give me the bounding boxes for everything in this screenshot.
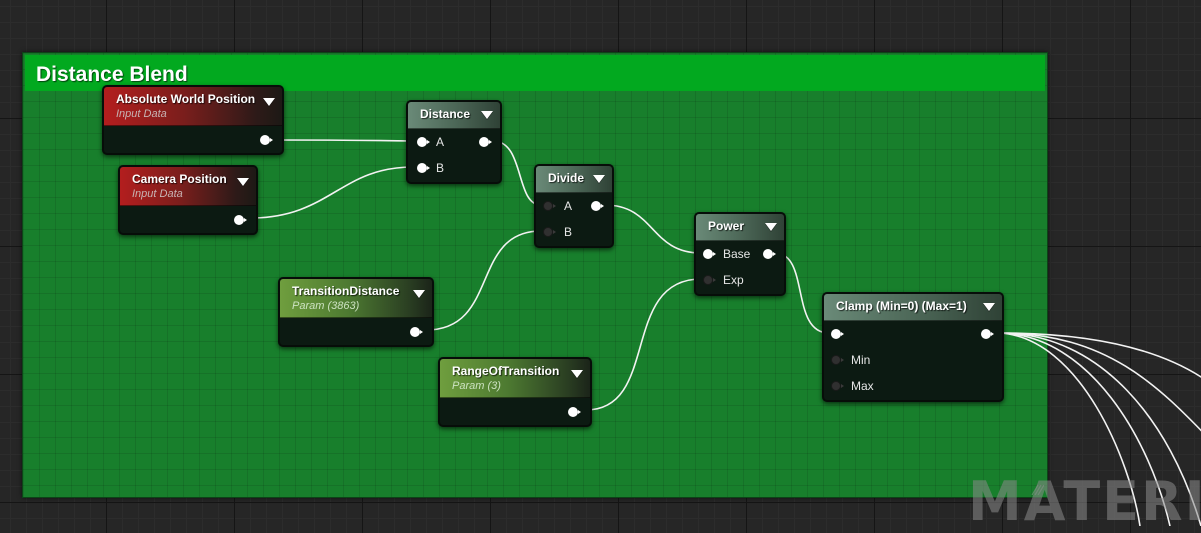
output-pin[interactable] <box>763 249 776 259</box>
collapse-arrow-icon[interactable] <box>983 303 995 311</box>
collapse-arrow-icon[interactable] <box>413 290 425 298</box>
input-pin-exp[interactable] <box>703 275 716 285</box>
collapse-arrow-icon[interactable] <box>481 111 493 119</box>
comment-title: Distance Blend <box>36 63 188 86</box>
node-subtitle: Param (3863) <box>292 300 360 312</box>
node-header[interactable]: RangeOfTransition Param (3) <box>440 359 590 398</box>
node-clamp[interactable]: Clamp (Min=0) (Max=1) Min Max <box>822 292 1004 402</box>
input-pin-max[interactable] <box>831 381 844 391</box>
output-pin[interactable] <box>410 327 423 337</box>
output-pin[interactable] <box>234 215 247 225</box>
node-header[interactable]: Divide <box>536 166 612 193</box>
wire-clamp-out-1 <box>999 332 1201 432</box>
pin-label-base: Base <box>723 247 751 261</box>
pin-label-exp: Exp <box>723 273 744 287</box>
collapse-arrow-icon[interactable] <box>765 223 777 231</box>
wire-absworldpos-to-distance-a <box>273 139 414 142</box>
input-pin-b[interactable] <box>543 227 556 237</box>
collapse-arrow-icon[interactable] <box>263 98 275 106</box>
output-pin[interactable] <box>260 135 273 145</box>
node-subtitle: Input Data <box>132 188 183 200</box>
output-pin[interactable] <box>591 201 604 211</box>
node-title: Distance <box>420 107 471 121</box>
wire-distance-to-divide-a <box>492 140 542 206</box>
node-absolute-world-position[interactable]: Absolute World Position Input Data <box>102 85 284 155</box>
node-camera-position[interactable]: Camera Position Input Data <box>118 165 258 235</box>
watermark-stripes-icon <box>1031 484 1044 495</box>
collapse-arrow-icon[interactable] <box>593 175 605 183</box>
output-pin[interactable] <box>568 407 581 417</box>
wire-camerapos-to-distance-b <box>249 166 414 219</box>
watermark-text: MATERIA <box>968 470 1201 533</box>
input-pin-min[interactable] <box>831 355 844 365</box>
node-header[interactable]: Distance <box>408 102 500 129</box>
node-divide[interactable]: Divide A B <box>534 164 614 248</box>
node-distance[interactable]: Distance A B <box>406 100 502 184</box>
node-title: RangeOfTransition <box>452 364 560 378</box>
pin-label-a: A <box>436 135 445 149</box>
node-header[interactable]: TransitionDistance Param (3863) <box>280 279 432 318</box>
node-title: Power <box>708 219 745 233</box>
wire-clamp-out-3 <box>999 332 1171 526</box>
node-header[interactable]: Absolute World Position Input Data <box>104 87 282 126</box>
output-pin[interactable] <box>981 329 994 339</box>
pin-label-b: B <box>564 225 573 239</box>
wire-divide-to-power-base <box>604 204 702 254</box>
input-pin-b[interactable] <box>417 163 430 173</box>
output-pin[interactable] <box>479 137 492 147</box>
wire-clamp-out-5 <box>999 332 1201 378</box>
collapse-arrow-icon[interactable] <box>237 178 249 186</box>
node-title: Clamp (Min=0) (Max=1) <box>836 299 967 313</box>
node-title: Divide <box>548 171 585 185</box>
wire-clamp-out-4 <box>999 332 1141 526</box>
pin-label-min: Min <box>851 353 871 367</box>
node-header[interactable]: Camera Position Input Data <box>120 167 256 206</box>
pin-label-max: Max <box>851 379 874 393</box>
wire-range-to-power-exp <box>585 278 702 411</box>
node-title: TransitionDistance <box>292 284 400 298</box>
collapse-arrow-icon[interactable] <box>571 370 583 378</box>
wire-transition-to-divide-b <box>425 230 542 331</box>
input-pin-a[interactable] <box>543 201 556 211</box>
node-range-of-transition[interactable]: RangeOfTransition Param (3) <box>438 357 592 427</box>
node-header[interactable]: Power <box>696 214 784 241</box>
node-subtitle: Param (3) <box>452 380 501 392</box>
input-pin-base[interactable] <box>703 249 716 259</box>
node-header[interactable]: Clamp (Min=0) (Max=1) <box>824 294 1002 321</box>
pin-label-b: B <box>436 161 445 175</box>
node-transition-distance[interactable]: TransitionDistance Param (3863) <box>278 277 434 347</box>
node-subtitle: Input Data <box>116 108 167 120</box>
node-power[interactable]: Power Base Exp <box>694 212 786 296</box>
pin-label-a: A <box>564 199 573 213</box>
node-title: Camera Position <box>132 172 227 186</box>
node-title: Absolute World Position <box>116 92 256 106</box>
wire-clamp-out-2 <box>999 332 1201 526</box>
input-pin-value[interactable] <box>831 329 844 339</box>
input-pin-a[interactable] <box>417 137 430 147</box>
